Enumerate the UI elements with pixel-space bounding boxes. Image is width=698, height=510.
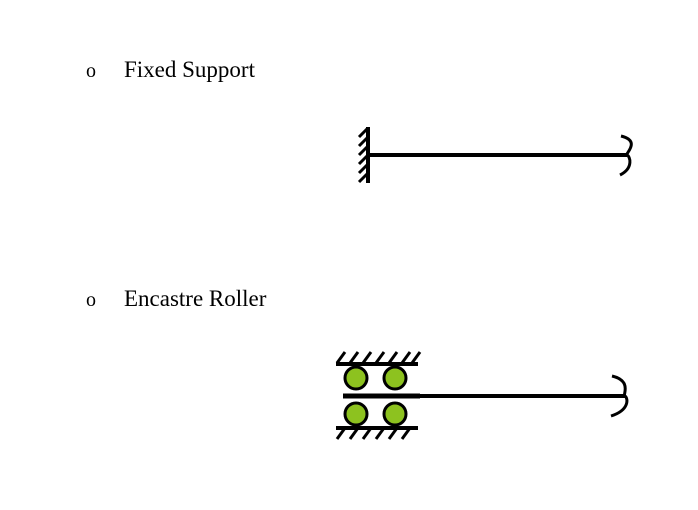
wall-hatching	[357, 126, 370, 184]
bottom-hatching	[335, 427, 412, 440]
top-hatching	[335, 351, 422, 364]
roller-top-right	[382, 365, 408, 391]
roller-top-left	[343, 365, 369, 391]
encastre-roller-label: Encastre Roller	[124, 286, 267, 311]
encastre-roller-diagram	[335, 351, 629, 440]
break-symbol	[610, 374, 629, 418]
bullet-marker: o	[86, 60, 96, 82]
encastre-roller-item: o Encastre Roller	[86, 287, 266, 310]
fixed-support-item: o Fixed Support	[86, 58, 255, 81]
bullet-marker: o	[86, 289, 96, 311]
fixed-support-diagram	[357, 126, 633, 184]
break-symbol	[619, 134, 633, 177]
fixed-support-label: Fixed Support	[124, 57, 255, 82]
roller-bottom-right	[382, 401, 408, 427]
roller-bottom-left	[343, 401, 369, 427]
